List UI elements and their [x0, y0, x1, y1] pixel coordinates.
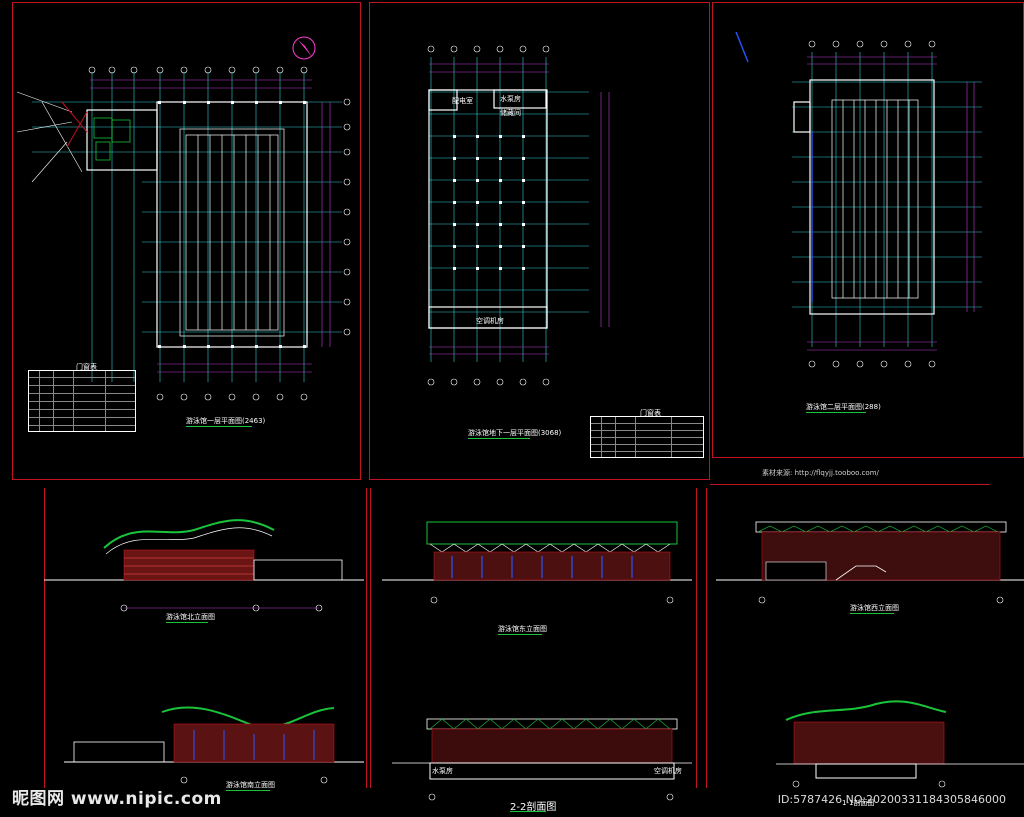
elev-east-caption: 游泳馆东立面图: [498, 625, 547, 633]
elev-east-caption-underline: [498, 634, 542, 635]
section11-drawing: [776, 700, 1024, 788]
source-url: 素材来源: http://flqyjj.tooboo.com/: [762, 469, 879, 477]
plan2-room-label-4: 空调机房: [476, 317, 504, 325]
section22-room-right: 空调机房: [654, 767, 682, 775]
plan2-room-label-3: 储藏间: [500, 109, 521, 117]
table-2-title: 门窗表: [640, 409, 661, 417]
section22-room-left: 水泵房: [432, 767, 453, 775]
plan2-room-label-1: 配电室: [452, 97, 473, 105]
plan3-drawing: [735, 31, 982, 368]
plan2-caption-underline: [468, 438, 530, 439]
elev-north-caption-underline: [166, 622, 208, 623]
elev-north-drawing: [44, 519, 364, 612]
section22-drawing: [392, 718, 692, 801]
door-window-table-2: [590, 416, 704, 458]
divider-lower-4: [696, 488, 697, 788]
plan2-caption: 游泳馆地下一层平面图(3068): [468, 429, 562, 437]
table-1-title: 门窗表: [76, 363, 97, 371]
plan1-drawing: [16, 36, 351, 401]
sheet-plan1-frame: [12, 2, 361, 480]
elev-north-caption: 游泳馆北立面图: [166, 613, 215, 621]
divider-lower-5: [706, 488, 707, 788]
plan2-drawing: [427, 45, 610, 386]
plan1-caption: 游泳馆一层平面图(2463): [186, 417, 266, 425]
elev-south-caption-underline: [226, 790, 270, 791]
divider-lower-2: [366, 488, 367, 788]
section22-caption-underline: [510, 811, 546, 812]
elev-west-caption: 游泳馆西立面图: [850, 604, 899, 612]
divider-top-lower: [710, 484, 990, 485]
watermark-nipic-logo: 昵图网 www.nipic.com: [12, 789, 222, 809]
plan3-caption-underline: [806, 412, 866, 413]
section22-caption: 2-2剖面图: [510, 802, 557, 813]
door-window-table-1: [28, 370, 136, 432]
divider-lower-1: [44, 488, 45, 788]
divider-lower-3: [370, 488, 371, 788]
elev-east-drawing: [382, 521, 692, 604]
section11-caption: 1-1剖面图: [842, 799, 875, 807]
north-arrow-icon: [292, 36, 316, 60]
watermark-image-id: ID:5787426 NO:20200331184305846000: [777, 793, 1006, 806]
plan1-caption-underline: [186, 426, 252, 427]
plan3-caption: 游泳馆二层平面图(288): [806, 403, 881, 411]
sheet-plan2-frame: [369, 2, 710, 480]
elev-south-caption: 游泳馆南立面图: [226, 781, 275, 789]
elev-west-caption-underline: [850, 613, 894, 614]
elev-west-drawing: [716, 521, 1024, 604]
plan2-room-label-2: 水泵房: [500, 95, 521, 103]
elev-south-drawing: [64, 706, 364, 784]
